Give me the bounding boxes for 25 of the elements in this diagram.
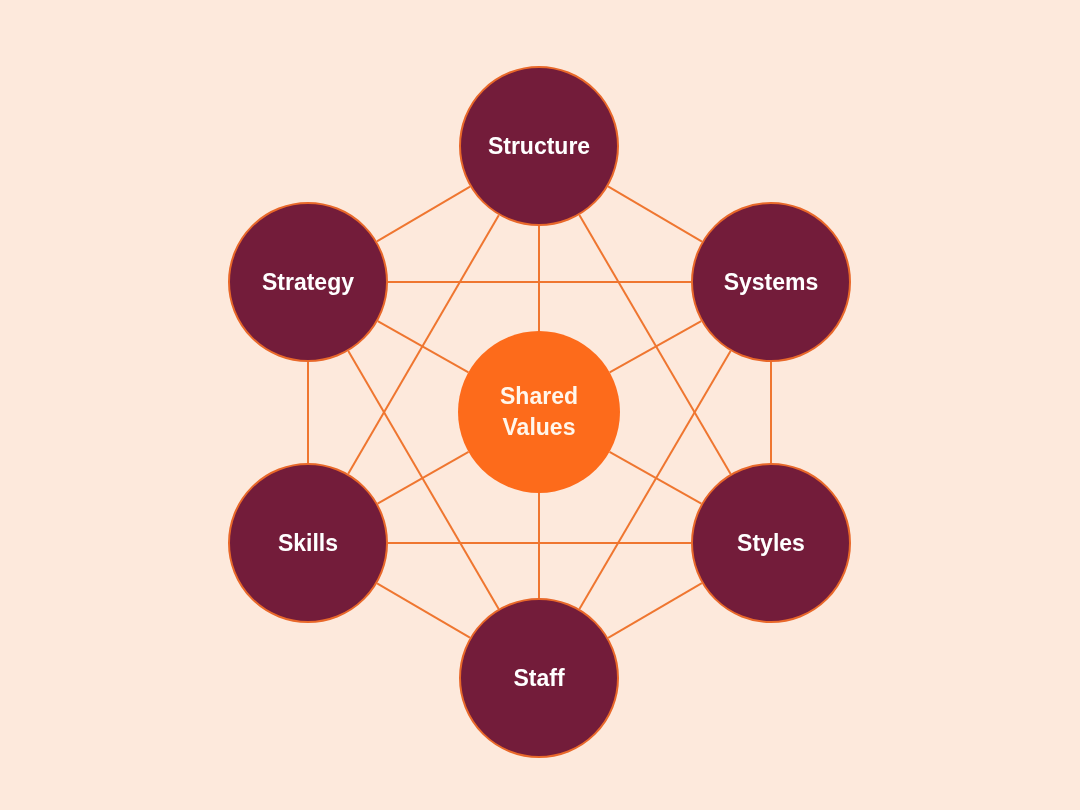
connector-line	[375, 185, 472, 243]
connector-line	[307, 361, 309, 464]
node-label: Structure	[487, 131, 591, 161]
connector-line	[347, 350, 500, 610]
connector-line	[608, 320, 703, 374]
connector-line	[347, 214, 500, 475]
node-label: Shared Values	[499, 382, 579, 442]
connector-line	[376, 450, 470, 505]
connector-line	[608, 450, 703, 505]
node-label: Strategy	[261, 267, 354, 297]
connector-line	[538, 492, 540, 599]
connector-line	[607, 185, 703, 243]
node-label: Styles	[737, 528, 805, 558]
node-label: Staff	[513, 663, 565, 693]
connector-line	[578, 214, 732, 475]
connector-line	[387, 542, 692, 544]
node-label: Systems	[723, 267, 819, 297]
connector-line	[607, 582, 703, 639]
connector-line	[538, 225, 540, 332]
connector-line	[387, 281, 692, 283]
node-label: Skills	[277, 528, 339, 558]
connector-line	[376, 320, 470, 374]
connector-line	[578, 350, 732, 610]
connector-line	[770, 361, 772, 464]
connector-line	[376, 582, 471, 639]
